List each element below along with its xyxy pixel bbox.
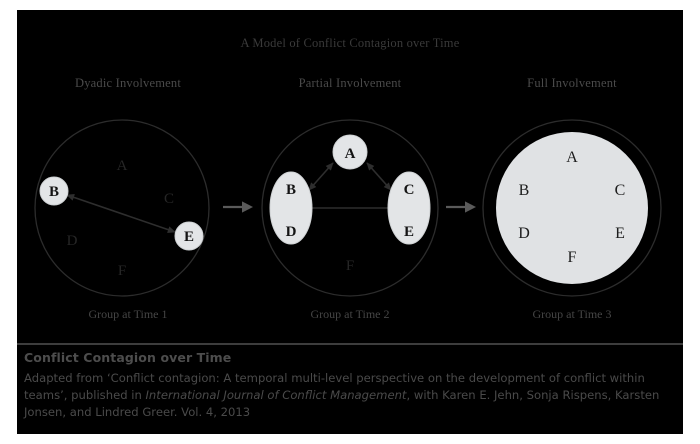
caption-title: Conflict Contagion over Time: [24, 350, 232, 365]
group-boundary-ellipse: [261, 119, 439, 297]
caption-body: Adapted from ‘Conflict contagion: A temp…: [24, 370, 676, 421]
group-time-3-label: Group at Time 3: [532, 307, 612, 321]
member-label-E: E: [615, 225, 625, 242]
caption-body-part2: , with Karen E. Jehn, Sonja Rispens, Kar…: [24, 388, 660, 419]
figure-title: A Model of Conflict Contagion over Time: [240, 36, 460, 50]
member-label-F: F: [568, 249, 577, 266]
group-time-2-diagram: F B D C E A: [239, 110, 461, 306]
active-cluster-CE: C E: [387, 171, 431, 245]
member-label-B: B: [519, 182, 530, 199]
arrow-group2-to-group3: [445, 198, 479, 216]
member-label-F: F: [346, 258, 354, 274]
figure-caption: Conflict Contagion over Time Adapted fro…: [17, 343, 683, 434]
column-header-dyadic: Dyadic Involvement: [75, 76, 181, 90]
group-boundary-ellipse: [482, 119, 662, 297]
member-label-A: A: [117, 158, 128, 174]
member-label-C: C: [404, 182, 415, 198]
member-label-B: B: [49, 184, 59, 200]
member-label-A: A: [345, 146, 356, 162]
figure-panel: A Model of Conflict Contagion over Time …: [17, 10, 683, 343]
member-label-F: F: [118, 263, 126, 279]
column-header-full: Full Involvement: [527, 76, 617, 90]
caption-journal-name: International Journal of Conflict Manage…: [145, 388, 407, 402]
member-label-E: E: [404, 224, 414, 240]
group-boundary-ellipse: [34, 119, 210, 297]
member-label-D: D: [67, 233, 78, 249]
active-cluster-A: A: [332, 134, 368, 170]
member-label-D: D: [286, 224, 297, 240]
active-node-E: E: [174, 221, 204, 251]
column-header-partial: Partial Involvement: [298, 76, 402, 90]
group-time-1-diagram: A C D F B E: [17, 110, 239, 306]
conflict-link-A-BD: [308, 162, 334, 191]
member-label-A: A: [566, 149, 578, 166]
member-label-B: B: [286, 182, 296, 198]
group-time-2-label: Group at Time 2: [310, 307, 390, 321]
member-label-C: C: [615, 182, 626, 199]
active-cluster-BD: B D: [269, 171, 313, 245]
member-label-C: C: [164, 191, 174, 207]
member-label-D: D: [518, 225, 530, 242]
group-time-3-diagram: A B C D E F: [461, 110, 683, 306]
member-label-E: E: [184, 229, 194, 245]
active-cluster-all: A B C D E F: [496, 132, 648, 284]
group-time-1-label: Group at Time 1: [88, 307, 168, 321]
conflict-link-A-CE: [366, 162, 392, 191]
active-node-B: B: [39, 176, 69, 206]
caption-body-part1: Adapted from ‘Conflict contagion: A temp…: [24, 371, 645, 402]
caption-divider: [17, 343, 683, 345]
conflict-link-B-E: [66, 194, 176, 233]
arrow-group1-to-group2: [222, 198, 256, 216]
